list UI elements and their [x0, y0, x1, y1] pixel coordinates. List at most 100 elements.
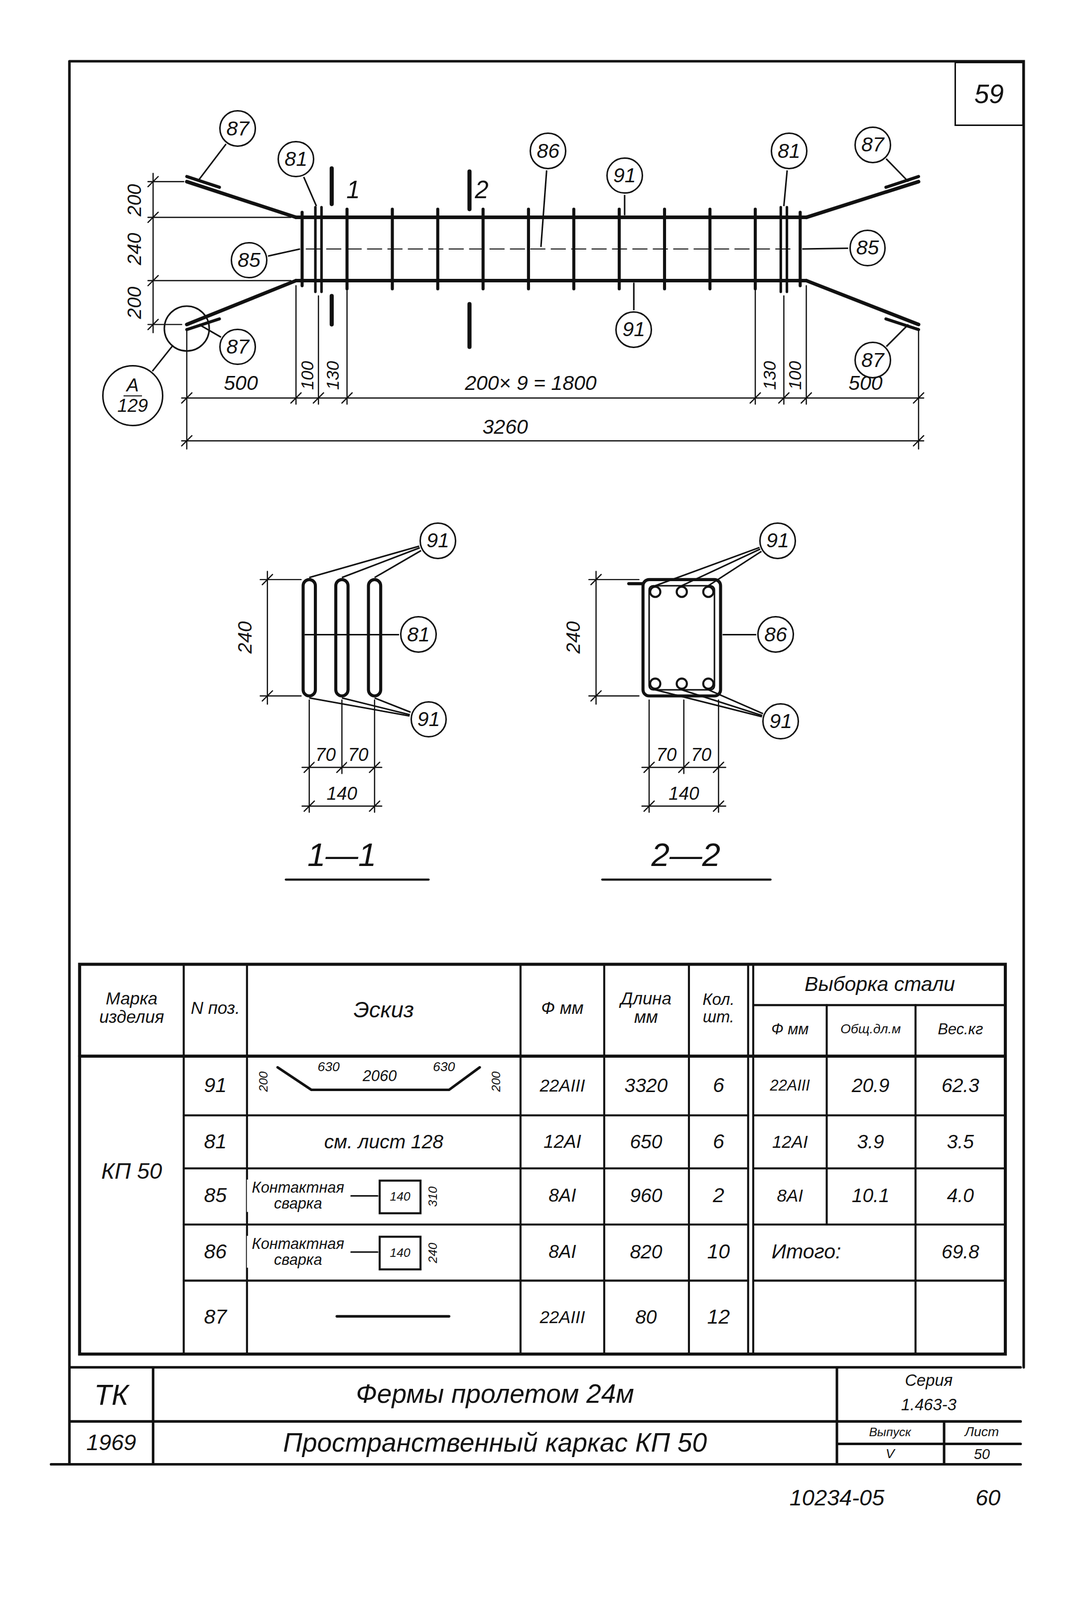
- label-text: 500: [222, 373, 259, 395]
- label-text: 22AIII: [538, 1308, 586, 1328]
- callout-number: 91: [613, 164, 637, 187]
- label-text: V: [884, 1447, 896, 1462]
- specification-table: [183, 964, 916, 1355]
- dimension-lines: [164, 306, 210, 352]
- label-text: 140: [389, 1190, 412, 1204]
- leader-line: [199, 324, 222, 338]
- label-text: Ф мм: [770, 1021, 810, 1038]
- callout-circle: 86: [529, 132, 567, 170]
- label-text: Вес.кг: [937, 1021, 985, 1038]
- page-number: 59: [974, 80, 1004, 109]
- specification-table: [183, 1005, 1006, 1281]
- leader-line: [268, 249, 300, 257]
- label-text: 8AI: [547, 1186, 577, 1207]
- label-text: 10234-05: [788, 1486, 886, 1510]
- label-text: 86: [202, 1241, 228, 1263]
- callout-circle: 87: [854, 126, 892, 164]
- label-text: 85: [202, 1185, 228, 1208]
- dimension-lines: [181, 398, 924, 441]
- dimension-lines: [147, 173, 291, 333]
- label-text: 1: [345, 176, 361, 203]
- label-text: 70: [314, 745, 337, 766]
- callout-number: 91: [426, 530, 450, 552]
- label-text: Контактная сварка: [247, 1236, 350, 1269]
- dimension-lines: [147, 173, 924, 449]
- label-text: 2: [473, 176, 490, 203]
- label-text: 12: [706, 1306, 732, 1329]
- leader-line: [309, 698, 410, 717]
- label-text: 2: [711, 1185, 726, 1208]
- label-text: 91: [202, 1075, 228, 1097]
- section-2-2: [643, 579, 721, 697]
- label-text: 3.5: [946, 1131, 975, 1153]
- section-2-2: [650, 679, 661, 689]
- label-text: 820: [628, 1241, 664, 1263]
- label-text: 3260: [481, 416, 530, 439]
- label-text: 6: [711, 1075, 726, 1097]
- callout-number: 91: [766, 530, 790, 552]
- label-text: 70: [347, 745, 370, 766]
- label-text: 140: [389, 1246, 412, 1260]
- callout-number: 85: [856, 237, 880, 259]
- callout-circle: 91: [606, 157, 644, 195]
- callout-circle: 87: [854, 341, 892, 379]
- callout-circle: 81: [770, 132, 808, 170]
- section-1-1: [260, 571, 382, 814]
- label-text: 8AI: [776, 1187, 805, 1206]
- label-text: 6: [711, 1131, 726, 1153]
- label-text: 1.463-3: [900, 1396, 958, 1414]
- label-text: 1—1: [306, 837, 378, 873]
- label-text: см. лист 128: [323, 1131, 445, 1153]
- leader-line: [633, 282, 635, 311]
- leader-line: [802, 248, 848, 250]
- label-text: 2—2: [650, 837, 722, 873]
- callout-circle: 85: [230, 242, 268, 279]
- callout-number: 91: [417, 708, 441, 731]
- dimension-lines: [181, 393, 924, 447]
- label-text: 200× 9 = 1800: [463, 373, 598, 395]
- leader-line: [199, 143, 227, 180]
- dimension-lines: [186, 285, 919, 450]
- specification-table: [79, 964, 1006, 1355]
- leader-line: [541, 170, 547, 248]
- label-text: 650: [628, 1131, 664, 1153]
- callout-number: 81: [407, 624, 430, 646]
- label-text: 60: [974, 1486, 1002, 1510]
- leader-line: [708, 689, 764, 714]
- callout-number: 87: [226, 336, 250, 358]
- label-text: ТК: [93, 1380, 130, 1411]
- label-text: 240: [563, 620, 584, 656]
- label-text: 240: [124, 231, 145, 267]
- section-1-1: [260, 571, 429, 881]
- label-text: 630: [316, 1060, 341, 1075]
- label-text: 2060: [361, 1068, 398, 1085]
- callout-circle: 91: [615, 311, 653, 349]
- leader-line: [374, 698, 411, 713]
- section-cut-mark: [331, 168, 470, 348]
- label-text: 140: [325, 784, 359, 805]
- label-text: 69.8: [940, 1241, 981, 1263]
- label-text: Фермы пролетом 24м: [355, 1380, 636, 1409]
- label-text: 12AI: [542, 1132, 583, 1152]
- label-text: 3.9: [856, 1131, 886, 1153]
- label-text: 100: [297, 360, 317, 392]
- leader-line: [886, 158, 909, 182]
- label-text: Выборка стали: [803, 974, 956, 996]
- label-text: 70: [655, 745, 678, 766]
- leader-line: [379, 634, 400, 636]
- leader-line: [152, 346, 173, 372]
- callout-circle: 91: [759, 522, 797, 560]
- label-text: 22AIII: [538, 1077, 586, 1096]
- label-text: 100: [786, 360, 805, 392]
- label-text: 200: [489, 1070, 503, 1093]
- leader-line: [783, 170, 788, 207]
- detail-reference-circle: А129: [102, 365, 164, 427]
- label-text: 12AI: [771, 1132, 810, 1152]
- callout-circle: 91: [419, 522, 457, 560]
- leader-line: [886, 324, 909, 347]
- label-text: 310: [426, 1186, 440, 1209]
- label-text: 62.3: [940, 1075, 981, 1096]
- label-text: Серия: [903, 1372, 954, 1390]
- bar-sketch: [379, 1181, 421, 1215]
